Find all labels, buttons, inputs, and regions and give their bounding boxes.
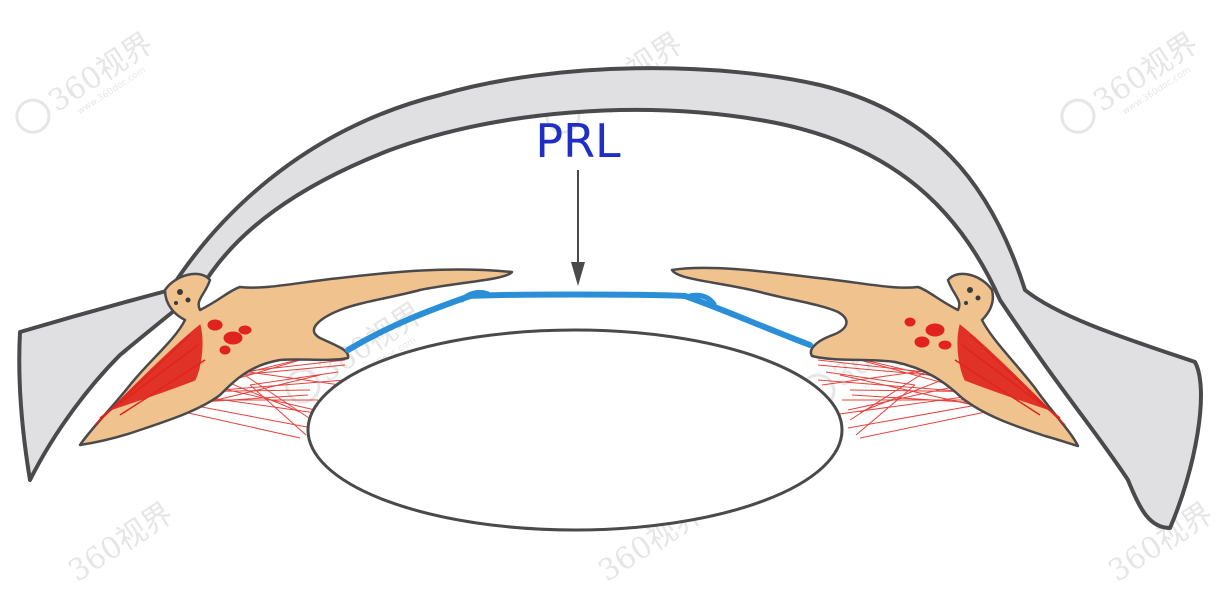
prl-pointer-arrowhead-icon — [571, 262, 585, 286]
angle-detail-left — [174, 289, 191, 305]
ciliary-muscle-right — [904, 317, 1066, 426]
prl-implant-optic-edge — [459, 289, 717, 307]
watermark-top-left: 360视界 www.360doc.com — [15, 26, 160, 134]
prl-implant-lens — [345, 291, 813, 353]
watermark-logo-icon — [1060, 98, 1096, 134]
ciliary-muscle-left — [94, 319, 252, 426]
prl-label: PRL — [535, 114, 621, 168]
watermark-top-right: 360视界 www.360doc.com — [1060, 26, 1205, 134]
watermark-brand-text: 360视界 — [62, 496, 179, 589]
crystalline-lens — [306, 328, 844, 532]
iris-ciliary-body-left — [78, 268, 514, 447]
angle-detail-right — [964, 287, 981, 305]
iris-ciliary-body-right — [670, 266, 1080, 448]
watermark-logo-icon — [15, 98, 51, 134]
watermark-bottom-left: 360视界 — [62, 496, 179, 589]
